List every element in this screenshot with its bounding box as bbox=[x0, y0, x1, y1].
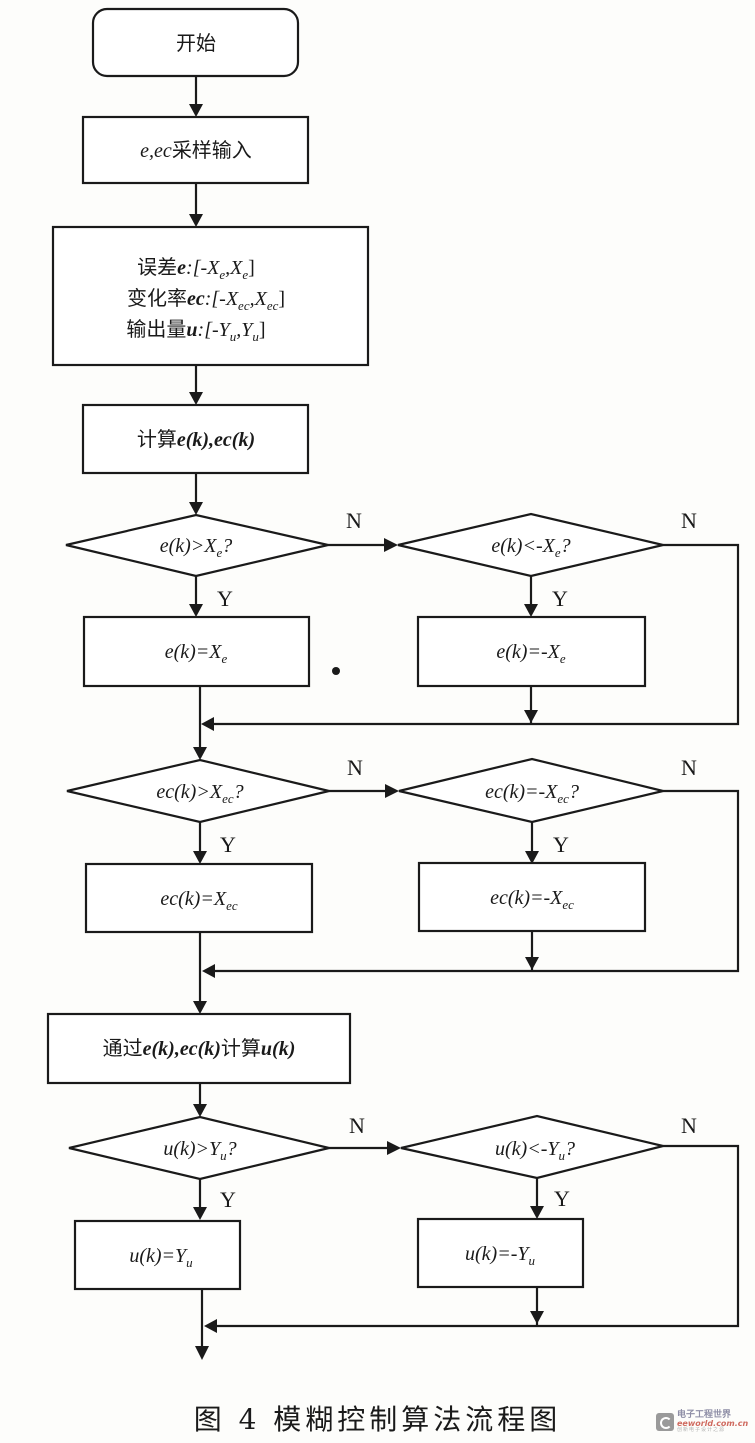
action-e-max-label: e(k)=Xe bbox=[165, 641, 228, 666]
no-label: N bbox=[349, 1113, 365, 1138]
decision-ec-lower-label: ec(k)=-Xec? bbox=[485, 781, 579, 806]
compute-e-node bbox=[81, 403, 310, 475]
range-rate: 变化率ec:[-Xec,Xec] bbox=[127, 287, 285, 313]
action-u-max-label: u(k)=Yu bbox=[129, 1245, 193, 1270]
figure-caption: 图 4 模糊控制算法流程图 bbox=[193, 1403, 562, 1436]
decision-e-upper-label: e(k)>Xe? bbox=[160, 535, 233, 560]
decision-u-upper-label: u(k)>Yu? bbox=[163, 1138, 236, 1163]
yes-label: Y bbox=[554, 1186, 570, 1211]
start-label: 开始 bbox=[176, 32, 216, 55]
range-error: 误差e:[-Xe,Xe] bbox=[137, 256, 255, 282]
no-label: N bbox=[347, 755, 363, 780]
range-output: 输出量u:[-Yu,Yu] bbox=[126, 318, 265, 344]
arrow-head bbox=[384, 538, 398, 552]
decision-u-lower-label: u(k)<-Yu? bbox=[495, 1138, 575, 1163]
compute-e-label: 计算e(k),ec(k) bbox=[137, 428, 255, 451]
watermark-site: eeworld.com.cn bbox=[677, 1419, 749, 1428]
input-node bbox=[81, 115, 310, 185]
action-u-min-label: u(k)=-Yu bbox=[465, 1243, 535, 1268]
no-label: N bbox=[681, 755, 697, 780]
arrow-head bbox=[530, 1311, 544, 1324]
arrow-head bbox=[201, 717, 214, 731]
arrow-head bbox=[193, 1001, 207, 1014]
arrow-head bbox=[193, 1104, 207, 1117]
yes-label: Y bbox=[217, 586, 233, 611]
arrow-head bbox=[189, 502, 203, 515]
arrow-head bbox=[530, 1206, 544, 1219]
arrow-head bbox=[202, 964, 215, 978]
action-ec-max bbox=[84, 862, 314, 934]
no-label: N bbox=[346, 508, 362, 533]
arrow-head bbox=[189, 604, 203, 617]
edge-no-bypass bbox=[210, 1144, 740, 1328]
yes-label: Y bbox=[553, 832, 569, 857]
action-ec-max-label: ec(k)=Xec bbox=[160, 888, 237, 913]
arrow-head bbox=[524, 604, 538, 617]
edge-no-bypass bbox=[208, 789, 740, 973]
eeworld-logo-icon bbox=[656, 1413, 674, 1431]
decision-e-lower-label: e(k)<-Xe? bbox=[491, 535, 570, 560]
arrow-head bbox=[387, 1141, 401, 1155]
watermark: 电子工程世界 eeworld.com.cn 创新电子设计之源 bbox=[656, 1405, 752, 1439]
arrow-head bbox=[385, 784, 399, 798]
arrow-head bbox=[204, 1319, 217, 1333]
compute-u-label: 通过e(k),ec(k)计算u(k) bbox=[103, 1037, 296, 1060]
arrow-head bbox=[195, 1346, 209, 1360]
arrow-head bbox=[525, 957, 539, 970]
edge-no-bypass bbox=[207, 543, 740, 726]
scan-speck bbox=[332, 667, 340, 675]
arrow-head bbox=[193, 1207, 207, 1220]
yes-label: Y bbox=[220, 1187, 236, 1212]
action-ec-min bbox=[417, 861, 647, 933]
arrow-head bbox=[525, 851, 539, 864]
input-label: e,ec采样输入 bbox=[140, 139, 252, 162]
yes-label: Y bbox=[220, 832, 236, 857]
yes-label: Y bbox=[552, 586, 568, 611]
ranges-node bbox=[51, 225, 370, 367]
action-e-min-label: e(k)=-Xe bbox=[496, 641, 565, 666]
action-u-min bbox=[416, 1217, 585, 1289]
input-vars: e,ec bbox=[140, 140, 172, 162]
arrow-head bbox=[189, 104, 203, 117]
no-label: N bbox=[681, 1113, 697, 1138]
action-e-max bbox=[82, 615, 311, 688]
watermark-slogan: 创新电子设计之源 bbox=[677, 1427, 726, 1433]
arrow-head bbox=[189, 214, 203, 227]
compute-u-node bbox=[46, 1012, 352, 1085]
decision-ec-upper-label: ec(k)>Xec? bbox=[156, 781, 243, 806]
arrow-head bbox=[193, 851, 207, 864]
arrow-head bbox=[189, 392, 203, 405]
arrow-head bbox=[193, 747, 207, 760]
input-cn: 采样输入 bbox=[172, 139, 252, 162]
action-ec-min-label: ec(k)=-Xec bbox=[490, 887, 574, 912]
action-u-max bbox=[73, 1219, 242, 1291]
arrow-head bbox=[524, 710, 538, 723]
no-label: N bbox=[681, 508, 697, 533]
watermark-name: 电子工程世界 bbox=[677, 1410, 732, 1420]
